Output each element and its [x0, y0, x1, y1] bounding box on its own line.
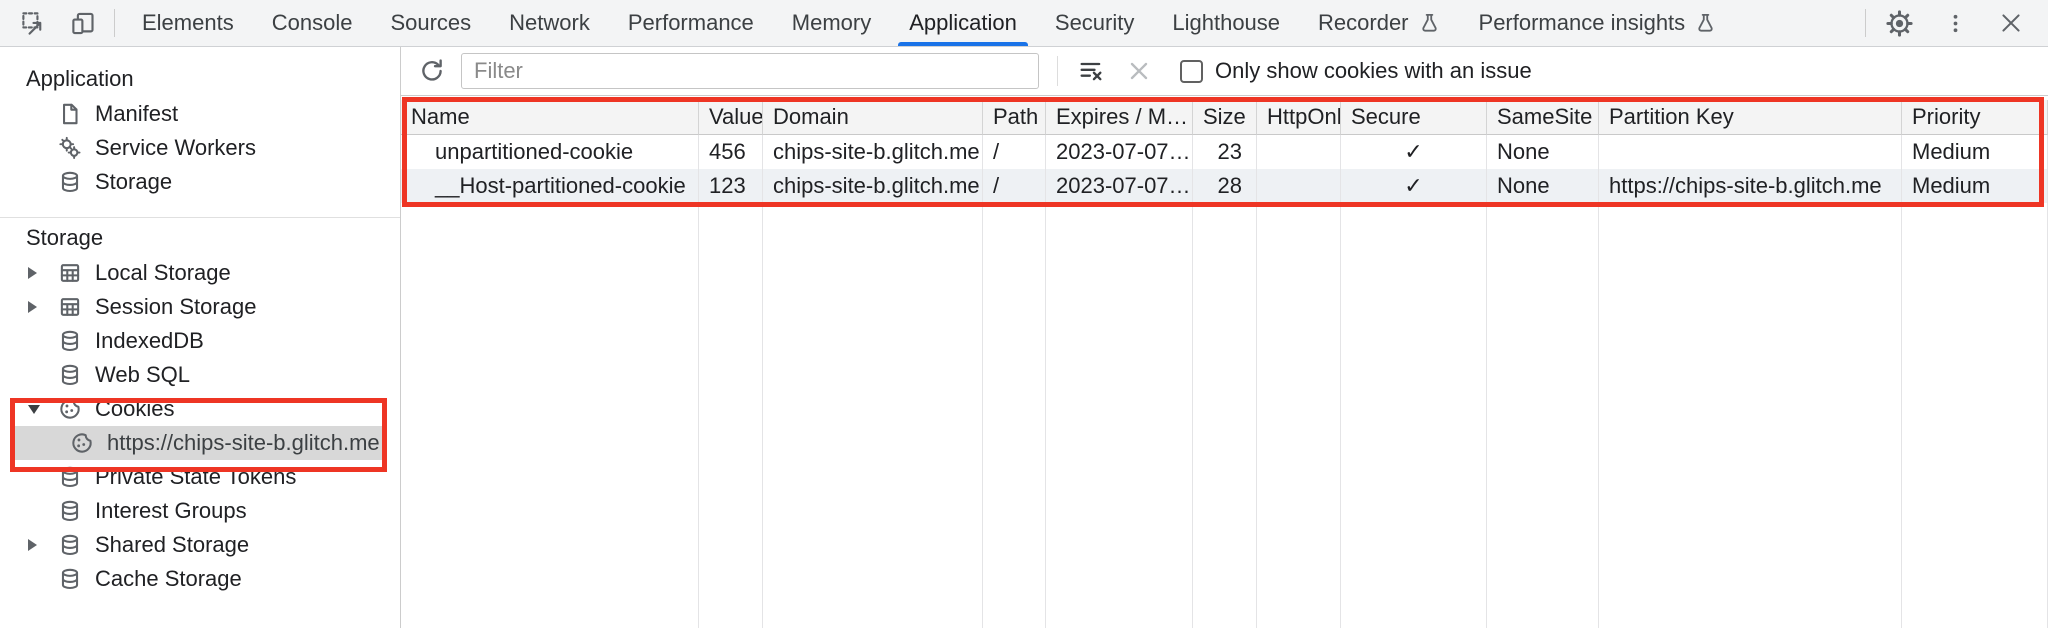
table-header-row: Name Value Domain Path Expires / M… Size…: [401, 100, 2048, 135]
devtools-tabbar: Elements Console Sources Network Perform…: [0, 0, 2048, 47]
sidebar-item-web-sql[interactable]: Web SQL: [0, 358, 400, 392]
sidebar-item-indexeddb[interactable]: IndexedDB: [0, 324, 400, 358]
cookies-data-grid: Name Value Domain Path Expires / M… Size…: [401, 96, 2048, 628]
expand-arrow-icon[interactable]: [28, 539, 37, 551]
tab-recorder[interactable]: Recorder: [1299, 0, 1459, 46]
database-icon: [56, 497, 84, 525]
issue-only-checkbox[interactable]: [1180, 59, 1203, 83]
refresh-icon[interactable]: [415, 54, 449, 88]
tab-application[interactable]: Application: [890, 0, 1036, 46]
tab-sources[interactable]: Sources: [390, 10, 472, 35]
column-header-httponly[interactable]: HttpOnly: [1257, 100, 1341, 135]
device-toolbar-icon[interactable]: [66, 6, 100, 40]
more-options-icon[interactable]: [1938, 6, 1972, 40]
tab-elements[interactable]: Elements: [142, 10, 234, 35]
section-title-application: Application: [26, 66, 134, 91]
sidebar-item-manifest[interactable]: Manifest: [0, 97, 400, 131]
database-icon: [56, 531, 84, 559]
divider: [114, 9, 115, 37]
filter-input[interactable]: [461, 53, 1039, 89]
storage-table-icon: [56, 259, 84, 287]
expand-arrow-icon[interactable]: [28, 301, 37, 313]
sidebar-item-storage[interactable]: Storage: [0, 165, 400, 199]
service-workers-gears-icon: [56, 134, 84, 162]
database-icon: [56, 463, 84, 491]
column-header-path[interactable]: Path: [983, 100, 1046, 135]
divider: [1865, 9, 1866, 37]
sidebar-item-cache-storage[interactable]: Cache Storage: [0, 562, 400, 596]
inspect-element-icon[interactable]: [16, 6, 50, 40]
clear-search-icon[interactable]: [1122, 54, 1156, 88]
database-icon: [56, 565, 84, 593]
column-header-partition-key[interactable]: Partition Key: [1599, 100, 1902, 135]
expand-arrow-icon[interactable]: [28, 267, 37, 279]
tab-performance-insights[interactable]: Performance insights: [1460, 0, 1737, 46]
issue-only-checkbox-label: Only show cookies with an issue: [1215, 58, 1532, 83]
tab-performance[interactable]: Performance: [627, 10, 754, 35]
column-header-value[interactable]: Value: [699, 100, 763, 135]
tab-console[interactable]: Console: [271, 10, 353, 35]
storage-table-icon: [56, 293, 84, 321]
column-header-samesite[interactable]: SameSite: [1487, 100, 1599, 135]
sidebar-item-interest-groups[interactable]: Interest Groups: [0, 494, 400, 528]
secure-checkmark: ✓: [1341, 135, 1487, 169]
manifest-file-icon: [56, 100, 84, 128]
column-header-expires[interactable]: Expires / M…: [1046, 100, 1193, 135]
collapse-arrow-icon[interactable]: [28, 404, 40, 414]
cookies-toolbar: Only show cookies with an issue: [401, 47, 2048, 96]
sidebar-item-local-storage[interactable]: Local Storage: [0, 256, 400, 290]
sidebar-item-private-state-tokens[interactable]: Private State Tokens: [0, 460, 400, 494]
section-title-storage: Storage: [26, 225, 104, 250]
sidebar-item-shared-storage[interactable]: Shared Storage: [0, 528, 400, 562]
cookie-icon: [56, 395, 84, 423]
panel-tabs: Elements Console Sources Network Perform…: [123, 0, 1857, 46]
tab-security[interactable]: Security: [1054, 10, 1135, 35]
column-header-secure[interactable]: Secure: [1341, 100, 1487, 135]
cookie-row-host-partitioned[interactable]: __Host-partitioned-cookie 123 chips-site…: [401, 169, 2048, 203]
tab-memory[interactable]: Memory: [791, 10, 872, 35]
database-icon: [56, 327, 84, 355]
column-header-priority[interactable]: Priority: [1902, 100, 2048, 135]
sidebar-item-session-storage[interactable]: Session Storage: [0, 290, 400, 324]
sidebar-item-cookie-origin[interactable]: https://chips-site-b.glitch.me: [15, 426, 385, 460]
sidebar-item-service-workers[interactable]: Service Workers: [0, 131, 400, 165]
clear-filter-icon[interactable]: [1074, 54, 1108, 88]
empty-grid-area: [401, 203, 2048, 628]
sidebar-item-cookies[interactable]: Cookies: [0, 392, 400, 426]
column-header-name[interactable]: Name: [401, 100, 699, 135]
close-icon[interactable]: [1994, 6, 2028, 40]
divider: [1057, 56, 1058, 86]
cookie-icon: [68, 429, 96, 457]
tab-lighthouse[interactable]: Lighthouse: [1172, 10, 1281, 35]
experiment-flask-icon: [1694, 12, 1717, 35]
database-icon: [56, 361, 84, 389]
cookie-row-unpartitioned[interactable]: unpartitioned-cookie 456 chips-site-b.gl…: [401, 135, 2048, 169]
column-header-domain[interactable]: Domain: [763, 100, 983, 135]
secure-checkmark: ✓: [1341, 169, 1487, 203]
experiment-flask-icon: [1418, 12, 1441, 35]
settings-gear-icon[interactable]: [1882, 6, 1916, 40]
column-header-size[interactable]: Size: [1193, 100, 1257, 135]
tab-network[interactable]: Network: [509, 10, 590, 35]
application-sidebar: Application Manifest: [0, 47, 401, 628]
database-icon: [56, 168, 84, 196]
